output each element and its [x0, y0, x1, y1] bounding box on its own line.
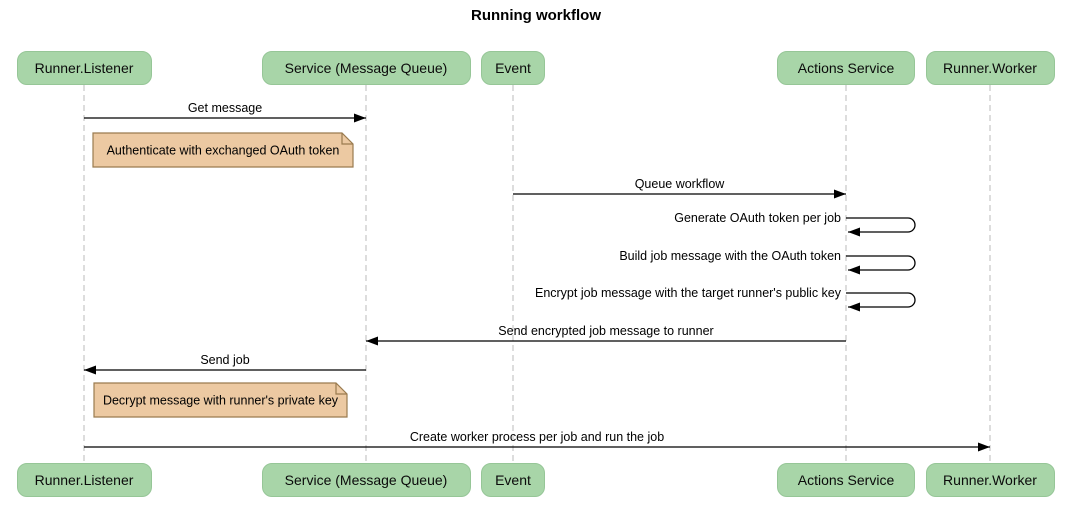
actor-top-runner_listener: Runner.Listener — [16, 51, 152, 85]
message-label: Send job — [200, 353, 249, 367]
actor-bottom-runner_listener: Runner.Listener — [16, 463, 152, 497]
self-message-label: Build job message with the OAuth token — [619, 249, 841, 263]
note-label: Decrypt message with runner's private ke… — [103, 394, 339, 408]
self-message-label: Generate OAuth token per job — [674, 211, 841, 225]
note — [92, 132, 354, 168]
self-message-arrow — [846, 255, 916, 275]
actor-label: Service (Message Queue) — [284, 60, 448, 76]
message-label: Queue workflow — [635, 177, 726, 191]
actor-label: Event — [495, 60, 531, 76]
actor-top-service: Service (Message Queue) — [261, 51, 471, 85]
actor-bottom-runner_worker: Runner.Worker — [925, 463, 1055, 497]
message-label: Create worker process per job and run th… — [410, 430, 664, 444]
note — [93, 382, 348, 418]
actor-top-event: Event — [481, 51, 545, 85]
actor-label: Runner.Worker — [943, 60, 1037, 76]
diagram-title: Running workflow — [471, 7, 601, 24]
actor-top-actions_service: Actions Service — [777, 51, 915, 85]
note-fold — [335, 383, 347, 395]
note-fold — [341, 133, 353, 145]
self-message-arrow — [846, 217, 916, 237]
actor-top-runner_worker: Runner.Worker — [925, 51, 1055, 85]
actor-bottom-actions_service: Actions Service — [777, 463, 915, 497]
note-label: Authenticate with exchanged OAuth token — [107, 144, 340, 158]
self-message-label: Encrypt job message with the target runn… — [535, 286, 842, 300]
actor-label: Event — [495, 472, 531, 488]
actor-label: Runner.Listener — [34, 472, 134, 488]
actor-label: Actions Service — [797, 472, 895, 488]
actor-label: Runner.Worker — [943, 472, 1037, 488]
actor-bottom-event: Event — [481, 463, 545, 497]
message-label: Get message — [188, 101, 262, 115]
actor-bottom-service: Service (Message Queue) — [261, 463, 471, 497]
actor-label: Actions Service — [797, 60, 895, 76]
actor-label: Service (Message Queue) — [284, 472, 448, 488]
message-label: Send encrypted job message to runner — [498, 324, 713, 338]
actor-label: Runner.Listener — [34, 60, 134, 76]
self-message-arrow — [846, 292, 916, 312]
